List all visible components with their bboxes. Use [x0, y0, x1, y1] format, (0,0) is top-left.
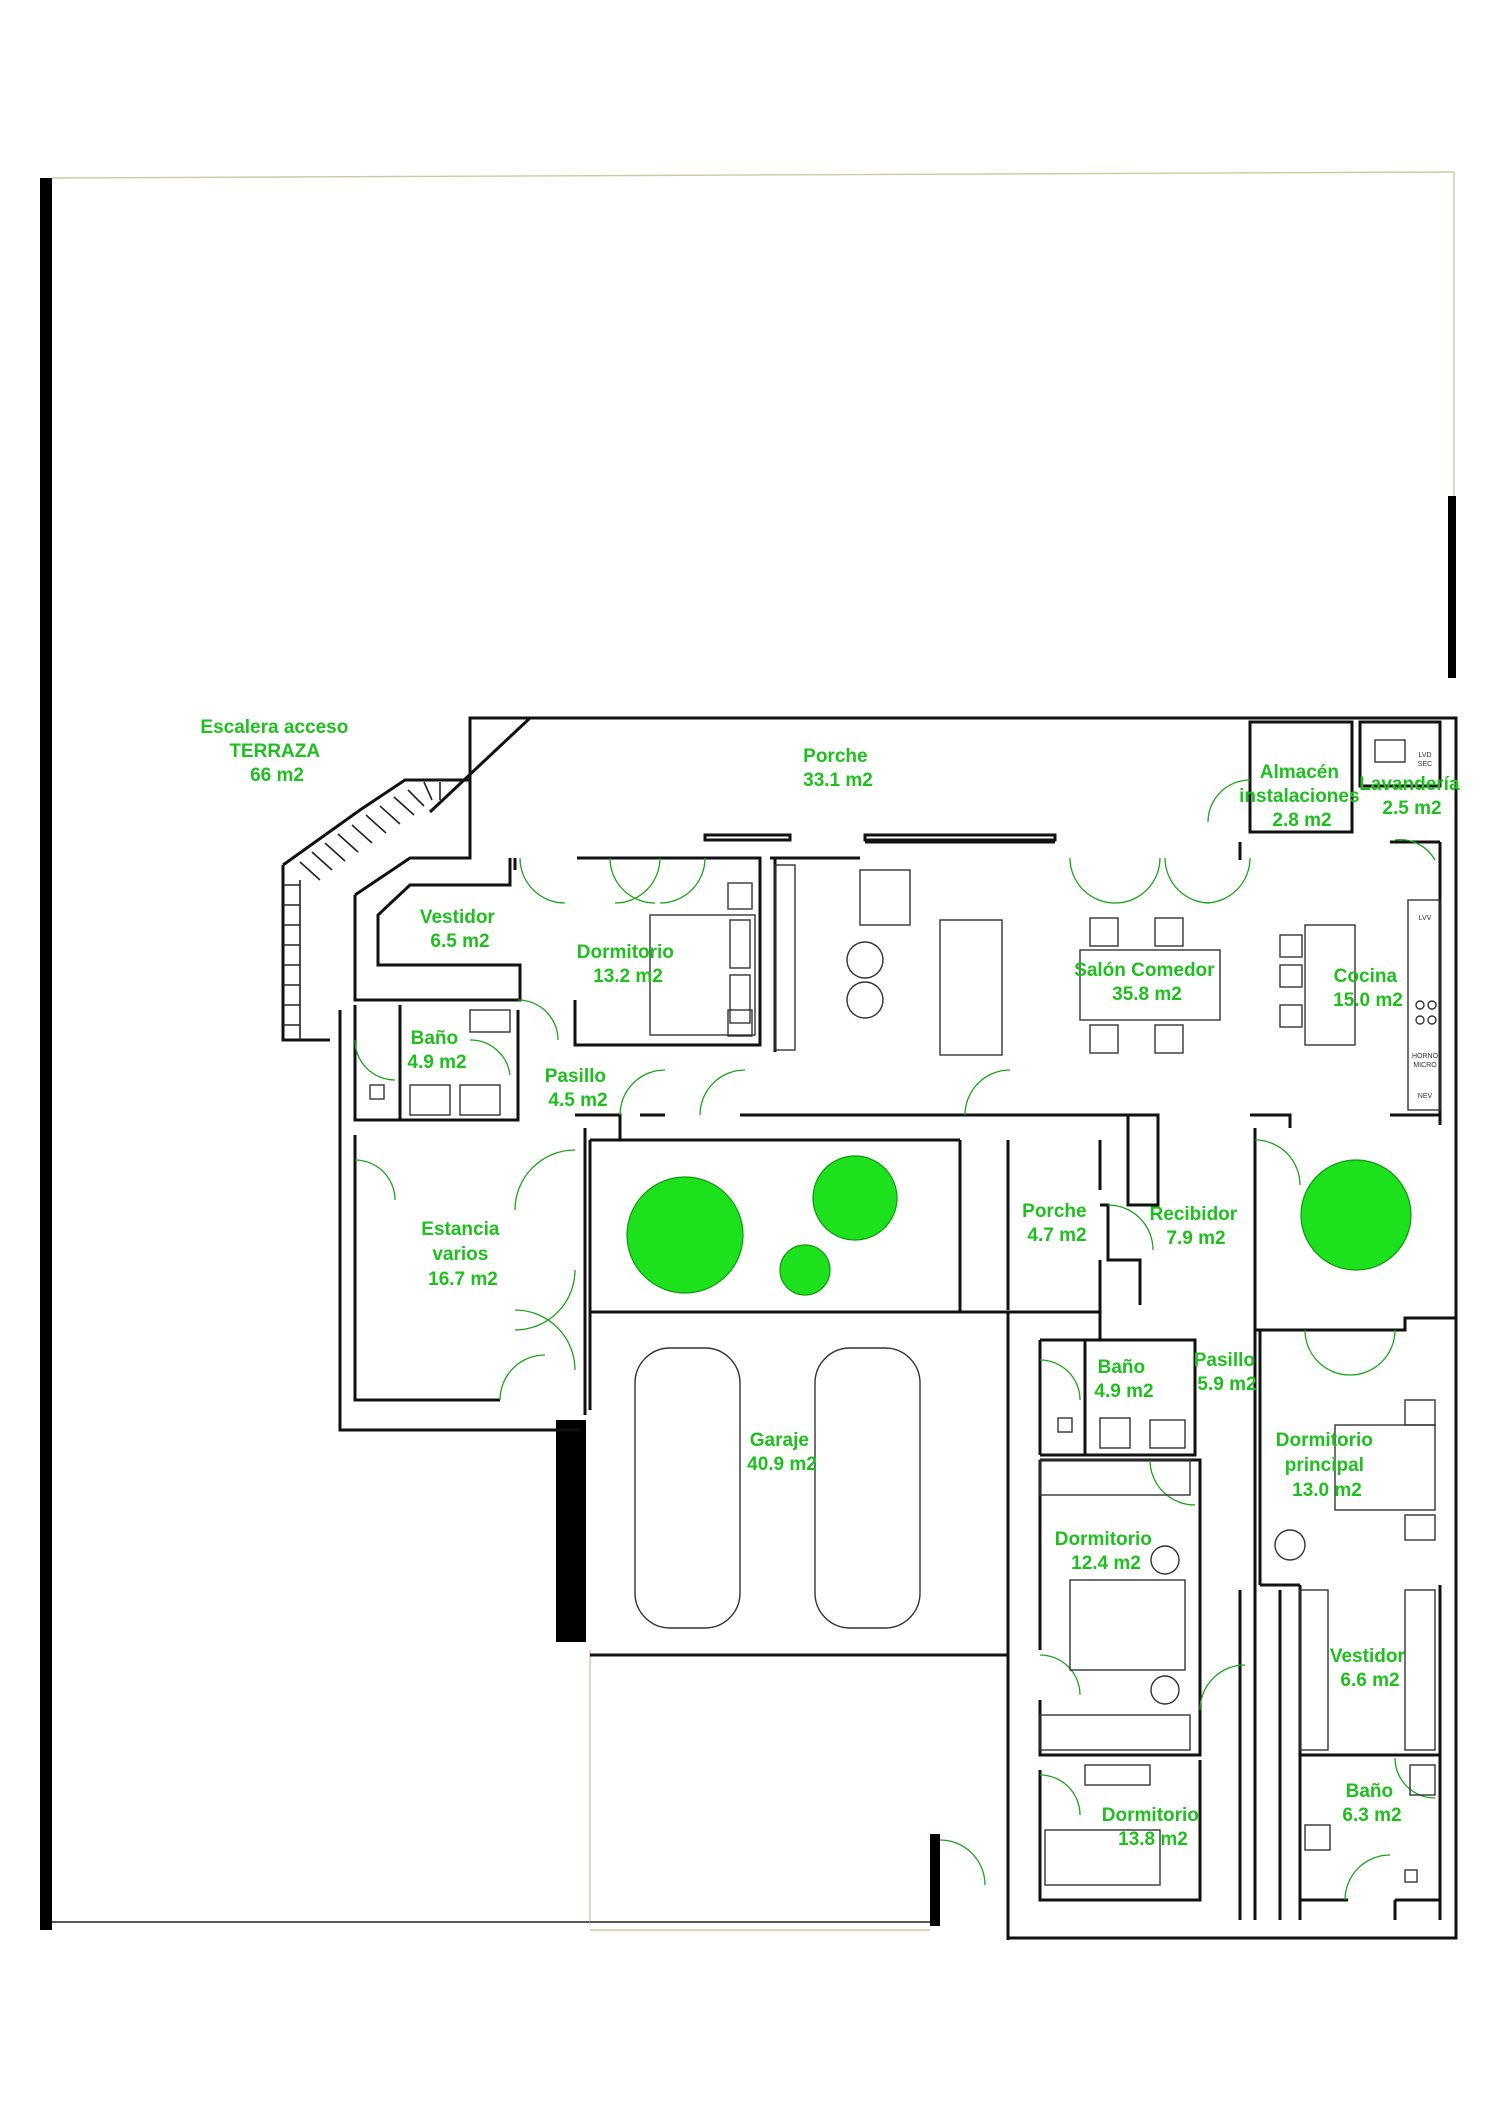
room-label-porche-sur: Porche 4.7 m2 [1022, 1201, 1092, 1246]
doors [354, 779, 1436, 1901]
room-label-vestidor-1: Vestidor 6.5 m2 [420, 907, 500, 952]
tree-small [779, 1244, 831, 1296]
label-lvd: LVD [1418, 752, 1431, 759]
label-nev: NEV [1418, 1093, 1433, 1100]
room-label-dormitorio-1: Dormitorio 13.2 m2 [577, 942, 679, 987]
room-label-salon: Salón Comedor 35.8 m2 [1074, 960, 1220, 1005]
tree-medium [812, 1155, 898, 1241]
room-label-dormitorio-principal: Dormitorio principal 13.0 m2 [1276, 1430, 1378, 1501]
tree-patio [1300, 1159, 1412, 1271]
label-horno: HORNO [1412, 1053, 1439, 1060]
room-label-pasillo-1: Pasillo 4.5 m2 [545, 1066, 612, 1111]
interior-walls [338, 840, 1456, 1940]
room-label-pasillo-2: Pasillo 5.9 m2 [1194, 1350, 1261, 1395]
room-label-recibidor: Recibidor 7.9 m2 [1150, 1204, 1243, 1249]
room-label-dormitorio-2: Dormitorio 12.4 m2 [1055, 1529, 1157, 1574]
room-label-almacen: Almacén instalaciones 2.8 m2 [1239, 762, 1365, 831]
room-labels: Escalera acceso TERRAZA 66 m2 Porche 33.… [200, 717, 1465, 1850]
room-label-lavanderia: Lavandería 2.5 m2 [1359, 774, 1465, 819]
room-label-escalera: Escalera acceso TERRAZA 66 m2 [200, 717, 353, 786]
label-micro: MICRO [1413, 1062, 1437, 1069]
property-boundary [40, 171, 1456, 1931]
room-label-bano-2: Baño 4.9 m2 [1094, 1357, 1153, 1402]
access-stair [281, 778, 472, 1042]
room-label-cocina: Cocina 15.0 m2 [1333, 966, 1403, 1011]
room-label-porche-norte: Porche 33.1 m2 [803, 746, 873, 791]
room-label-garaje: Garaje 40.9 m2 [747, 1430, 817, 1475]
appliance-labels: LVD SEC LVV HORNO MICRO NEV [1412, 752, 1439, 1100]
room-label-bano-3: Baño 6.3 m2 [1342, 1781, 1401, 1826]
label-sec: SEC [1418, 761, 1432, 768]
label-lvv: LVV [1419, 915, 1432, 922]
trees [626, 1155, 1412, 1296]
windows [703, 833, 1057, 842]
room-label-estancia: Estancia varios 16.7 m2 [421, 1219, 504, 1290]
room-label-dormitorio-3: Dormitorio 13.8 m2 [1102, 1805, 1204, 1850]
room-label-vestidor-2: Vestidor 6.6 m2 [1330, 1646, 1410, 1691]
tree-large [626, 1176, 744, 1294]
furniture [369, 739, 1441, 1886]
room-label-bano-1: Baño 4.9 m2 [407, 1028, 466, 1073]
